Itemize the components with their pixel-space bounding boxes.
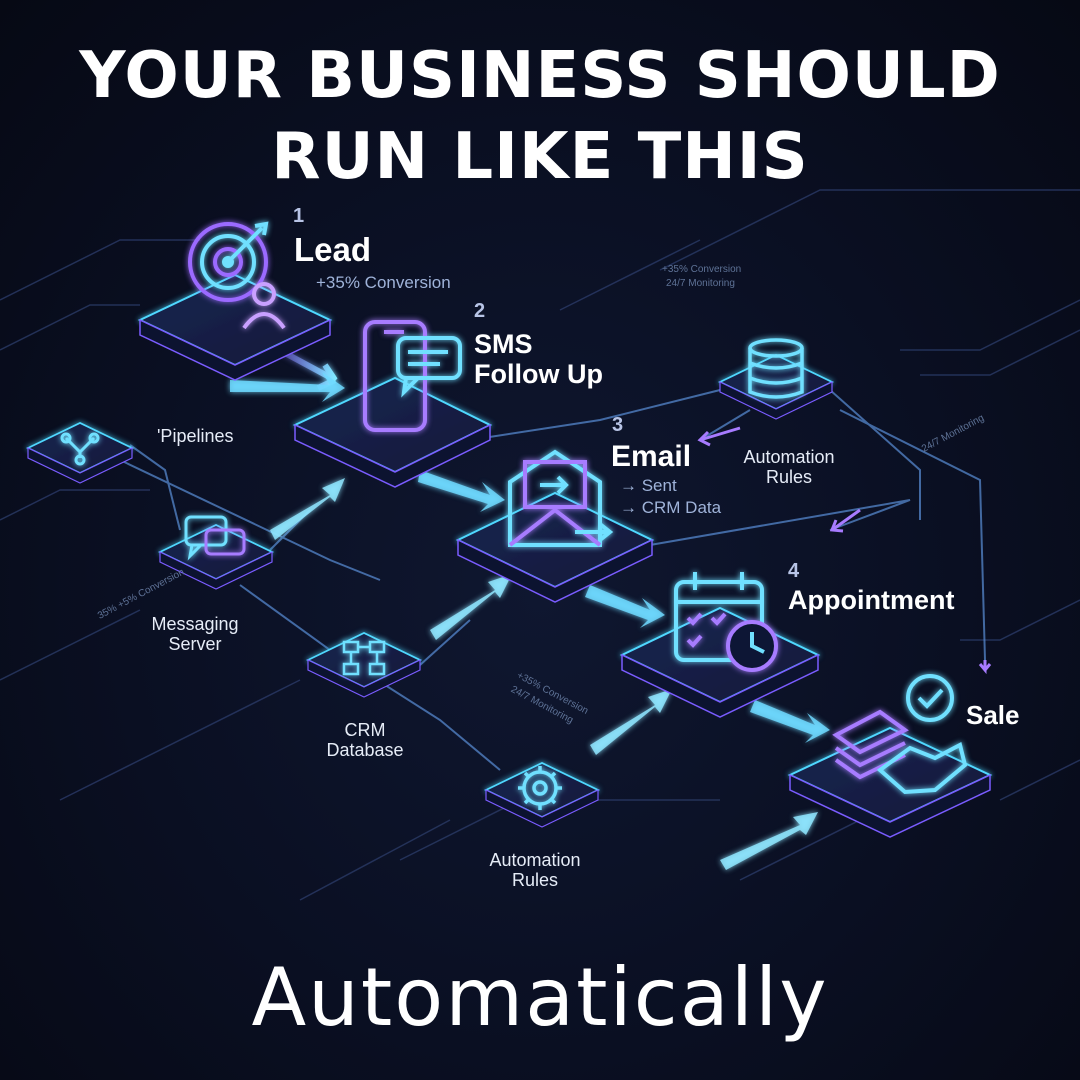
automation-rules-top-label-line1: Automation: [743, 447, 835, 467]
step-2-number: 2: [474, 300, 486, 322]
arrow-pointer-icon: [697, 426, 992, 675]
step-4-number: 4: [788, 560, 800, 582]
step-1-detail: +35% Conversion: [316, 273, 451, 292]
step-4-title: Appointment: [788, 585, 955, 615]
platform-email: [455, 491, 655, 603]
platform-automation-bottom: [483, 762, 601, 828]
crm-database-label-line1: CRM: [344, 720, 386, 740]
step-5-title: Sale: [966, 700, 1020, 730]
step-3-number: 3: [612, 414, 624, 436]
flow-arrows: [230, 342, 830, 870]
money-handshake-icon: [832, 674, 968, 795]
step-3-detail-2: → CRM Data: [620, 498, 722, 517]
step-2-title-line1: SMS: [474, 329, 533, 359]
step-3-title: Email: [611, 440, 692, 473]
step-2-title-line2: Follow Up: [474, 359, 603, 389]
micro-conversion-top: +35% Conversion: [662, 264, 742, 275]
platform-sms: [292, 376, 493, 488]
automation-rules-bottom-label-line1: Automation: [489, 850, 581, 870]
footer-tagline: Automatically: [251, 951, 829, 1044]
automation-rules-top-label-line2: Rules: [765, 467, 813, 487]
messaging-server-label-line2: Server: [168, 634, 222, 654]
step-1-title: Lead: [294, 231, 372, 268]
header-title-line1: YOUR BUSINESS SHOULD: [79, 39, 1001, 113]
gear-icon: [518, 766, 562, 810]
network-icon: [342, 640, 386, 676]
platform-automation-top: [717, 354, 835, 420]
header-title-line2: RUN LIKE THIS: [271, 120, 809, 194]
step-3-detail-1: → Sent: [620, 476, 677, 495]
chat-bubbles-icon: [184, 515, 246, 561]
crm-database-label-line2: Database: [326, 740, 404, 760]
step-1-number: 1: [293, 205, 305, 227]
target-user-icon: [188, 221, 286, 330]
envelope-icon: [508, 449, 614, 547]
platform-crm: [305, 632, 423, 698]
pipelines-label: 'Pipelines: [157, 426, 234, 446]
funnel-icon: [60, 432, 100, 466]
phone-chat-icon: [363, 320, 462, 432]
messaging-server-label-line1: Messaging: [151, 614, 239, 634]
platform-pipelines: [25, 422, 135, 484]
database-icon: [748, 338, 804, 399]
calendar-clock-icon: [674, 572, 778, 672]
platform-lead: [137, 273, 333, 381]
automation-rules-bottom-label-line2: Rules: [511, 870, 559, 890]
micro-monitoring-top: 24/7 Monitoring: [666, 278, 735, 289]
